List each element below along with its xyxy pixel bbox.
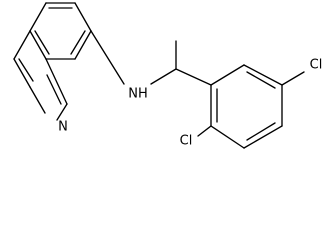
bond-lines: [13, 2, 305, 149]
bond-line: [74, 30, 92, 60]
bond-line: [29, 30, 47, 60]
amine-nh-label: NH: [128, 87, 148, 102]
bond-line: [90, 30, 125, 85]
bond-line: [210, 64, 245, 86]
bond-line: [246, 122, 276, 141]
molecule-structure-diagram: N NH Cl Cl: [13, 2, 322, 149]
top-chlorine-label: Cl: [310, 58, 323, 73]
quinoline-nitrogen-label: N: [58, 120, 68, 135]
bond-line: [29, 2, 47, 32]
bond-line: [34, 30, 50, 55]
atom-labels: N NH Cl Cl: [58, 58, 322, 149]
bond-line: [175, 68, 212, 86]
bond-line: [29, 86, 46, 114]
bond-line: [150, 68, 177, 85]
bond-line: [197, 125, 212, 137]
bottom-chlorine-label: Cl: [180, 134, 193, 149]
bond-line: [246, 71, 276, 89]
bond-line: [13, 30, 31, 60]
bond-line: [56, 103, 68, 121]
bond-line: [74, 2, 92, 32]
bond-line: [18, 58, 34, 82]
bond-line: [210, 125, 245, 149]
bond-line: [70, 30, 86, 55]
bond-line: [46, 74, 62, 105]
bond-line: [243, 64, 283, 86]
bond-line: [243, 125, 283, 149]
bond-line: [45, 58, 68, 105]
bond-line: [13, 58, 31, 88]
bond-line: [281, 71, 305, 86]
